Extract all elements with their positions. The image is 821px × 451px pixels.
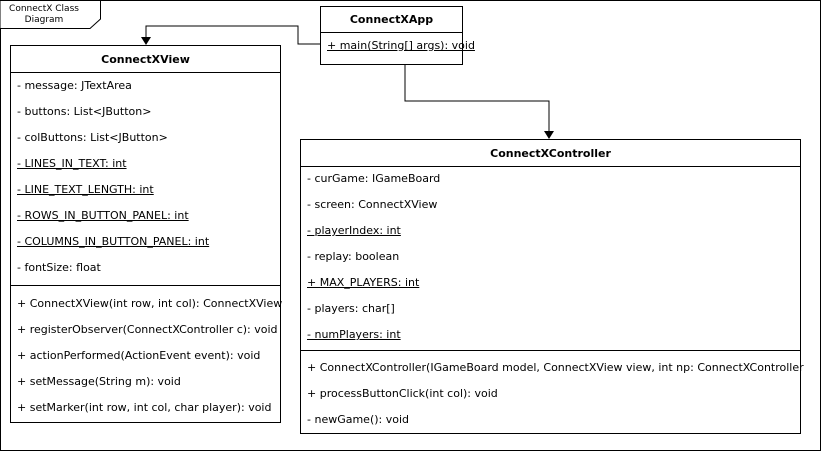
member: - players: char[] <box>307 302 395 315</box>
member: - buttons: List<JButton> <box>17 105 152 118</box>
member: - LINE_TEXT_LENGTH: int <box>17 183 154 196</box>
member: - LINES_IN_TEXT: int <box>17 157 127 170</box>
member: + ConnectXView(int row, int col): Connec… <box>17 297 283 310</box>
member: - numPlayers: int <box>307 328 401 341</box>
frame-tab <box>0 0 101 29</box>
class-name: ConnectXView <box>11 46 280 73</box>
frame-title: ConnectX Class Diagram <box>9 4 79 25</box>
member: - ROWS_IN_BUTTON_PANEL: int <box>17 209 189 222</box>
member: - COLUMNS_IN_BUTTON_PANEL: int <box>17 235 210 248</box>
member: + setMessage(String m): void <box>17 375 181 388</box>
member: - message: JTextArea <box>17 79 132 92</box>
member: + setMarker(int row, int col, char playe… <box>17 401 272 414</box>
member: - playerIndex: int <box>307 224 401 237</box>
compartment-separator <box>11 285 280 286</box>
class-name: ConnectXController <box>301 140 800 167</box>
member: - replay: boolean <box>307 250 400 263</box>
class-name: ConnectXApp <box>321 7 462 33</box>
member: - screen: ConnectXView <box>307 198 438 211</box>
member: - fontSize: float <box>17 261 101 274</box>
member: + actionPerformed(ActionEvent event): vo… <box>17 349 261 362</box>
member: - colButtons: List<JButton> <box>17 131 168 144</box>
class-connectxapp: ConnectXApp + main(String[] args): void <box>320 6 475 65</box>
association-app-to-view <box>145 25 320 45</box>
association-app-to-controller <box>404 65 550 132</box>
class-connectxcontroller: ConnectXController - curGame: IGameBoard… <box>300 139 804 434</box>
member: + ConnectXController(IGameBoard model, C… <box>307 361 804 374</box>
arrowhead-controller <box>544 131 554 139</box>
member: + MAX_PLAYERS: int <box>307 276 420 289</box>
member: - newGame(): void <box>307 413 410 426</box>
member: + main(String[] args): void <box>327 39 475 52</box>
compartment-separator <box>301 350 800 351</box>
member: + processButtonClick(int col): void <box>307 387 498 400</box>
member: + registerObserver(ConnectXController c)… <box>17 323 278 336</box>
class-connectxview: ConnectXView - message: JTextArea - butto… <box>10 45 283 423</box>
member: - curGame: IGameBoard <box>307 172 441 185</box>
arrowhead-view <box>141 37 151 45</box>
